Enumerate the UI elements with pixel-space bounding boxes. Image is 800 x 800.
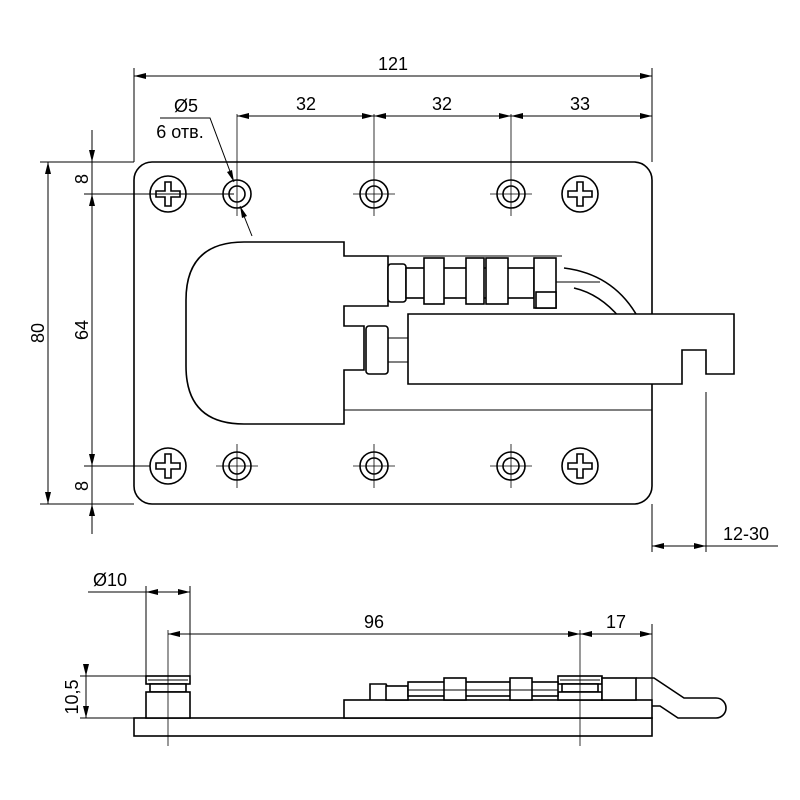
screw-head-icon [149, 447, 187, 485]
side-latch-body [343, 699, 653, 719]
dim-hole-spacing-2: 32 [432, 94, 452, 114]
dim-overall-height: 80 [28, 323, 48, 343]
dim-stud-height: 10,5 [62, 679, 82, 714]
dim-edge-offset-bottom: 8 [72, 481, 92, 491]
dim-stud-to-end: 17 [606, 612, 626, 632]
side-dimensions: Ø10 96 17 10,5 [62, 570, 653, 719]
latch-body [185, 241, 389, 425]
dim-overall-width: 121 [378, 54, 408, 74]
dim-edge-offset-top: 8 [72, 174, 92, 184]
side-bolt-tip [636, 677, 727, 719]
side-hinge-spring [369, 677, 637, 701]
dim-hole-row-spacing: 64 [72, 320, 92, 340]
sliding-bolt [407, 313, 735, 385]
hinge-spring [387, 257, 637, 319]
side-base-plate [133, 717, 653, 737]
bolt-pin [365, 325, 389, 375]
dim-hole-spacing-1: 32 [296, 94, 316, 114]
dim-stroke-range: 12-30 [723, 524, 769, 544]
center-lines [216, 114, 532, 488]
screw-head-icon [561, 447, 599, 485]
plan-dimensions: 121 32 32 33 Ø5 6 отв. 80 8 64 8 [28, 54, 778, 552]
side-view [133, 630, 727, 746]
screw-head-icon [561, 175, 599, 213]
dim-hole-diameter: Ø5 [174, 96, 198, 116]
dim-stud-diameter: Ø10 [93, 570, 127, 590]
dim-hole-count: 6 отв. [156, 122, 203, 142]
plan-view [133, 114, 735, 505]
dim-stud-spacing: 96 [364, 612, 384, 632]
dim-hole-spacing-3: 33 [570, 94, 590, 114]
